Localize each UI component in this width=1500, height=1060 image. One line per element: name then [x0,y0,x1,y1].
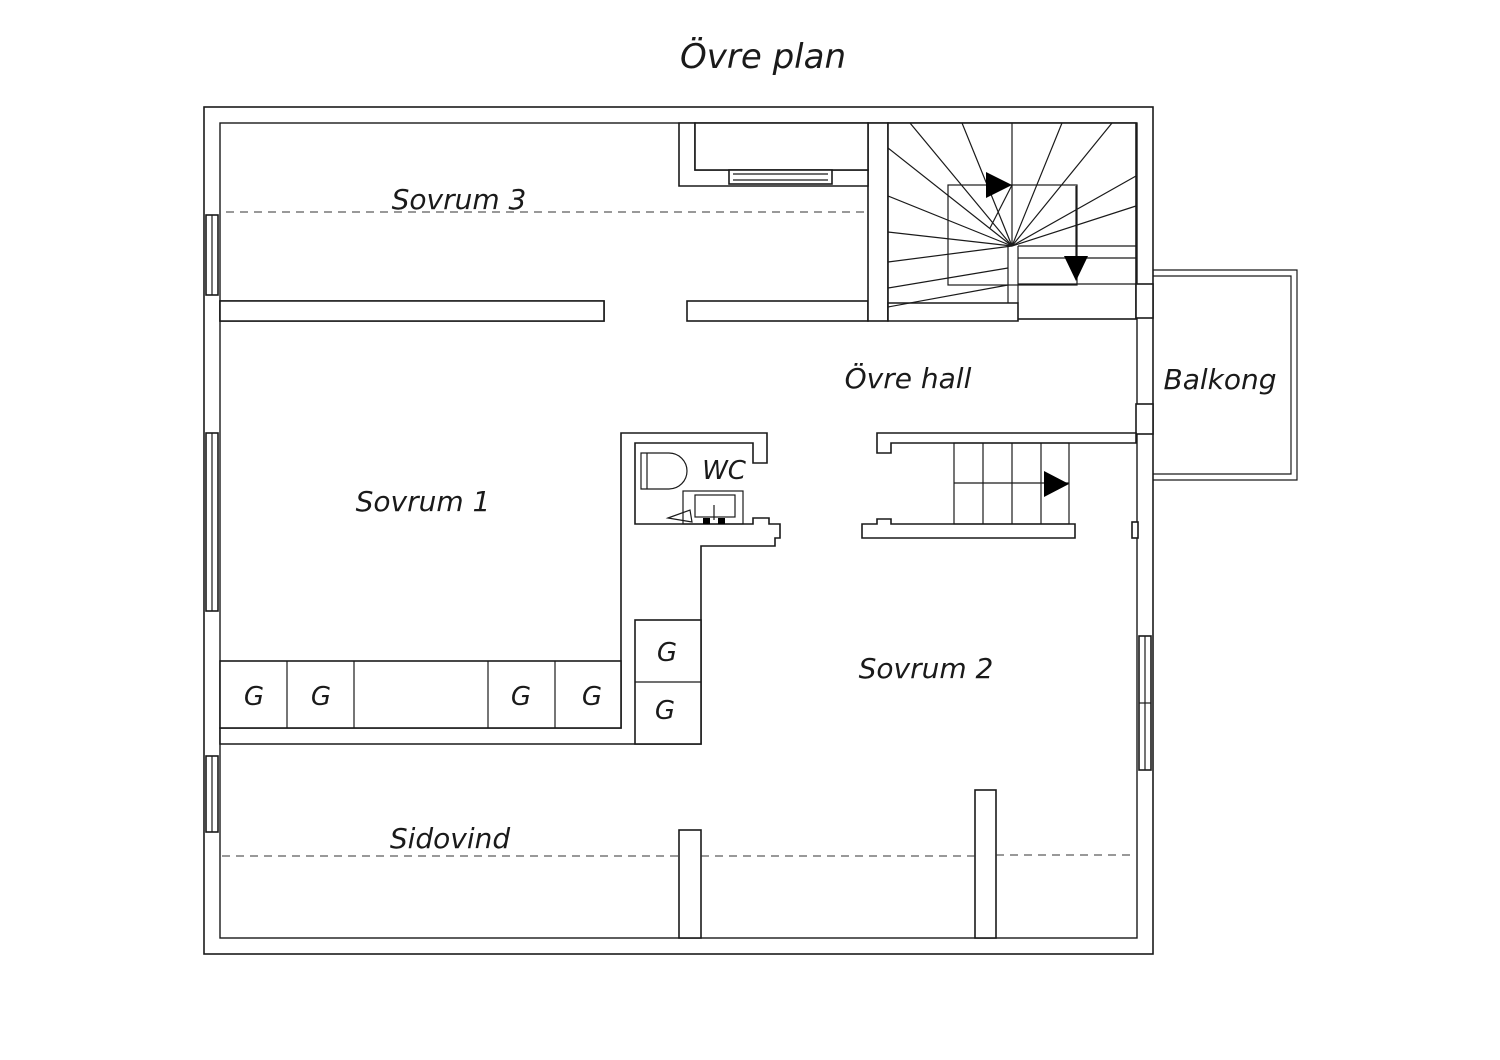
room-label-balkong: Balkong [1163,363,1276,396]
small-staircase [861,432,1137,539]
room-label-sidovind: Sidovind [390,822,511,855]
small-stair-arrow [1044,471,1069,497]
sidovind-walls [222,789,1136,939]
wc-fixtures [640,452,744,525]
sovrum-1-walls [219,300,781,745]
room-label-sovrum-3: Sovrum 3 [392,183,527,216]
main-staircase [887,122,1137,322]
balkong [1153,269,1298,481]
windows [205,214,1152,833]
closet-label: G [311,682,331,712]
stair-arrow-up [986,172,1012,198]
hall-walls [1131,283,1154,539]
closet-label: G [657,638,677,668]
closet-label: G [582,682,602,712]
room-label-sovrum-2: Sovrum 2 [859,652,994,685]
toilet-icon [640,452,688,490]
closet-label: G [511,682,531,712]
plan-title: Övre plan [680,36,846,77]
stair-arrow-down [1064,256,1088,281]
room-label-sovrum-1: Sovrum 1 [356,485,491,518]
room-label-wc: WC [702,456,747,486]
sink-icon [682,490,744,525]
closet-label: G [655,696,675,726]
closet-label: G [244,682,264,712]
room-label-ovre-hall: Övre hall [845,361,972,395]
